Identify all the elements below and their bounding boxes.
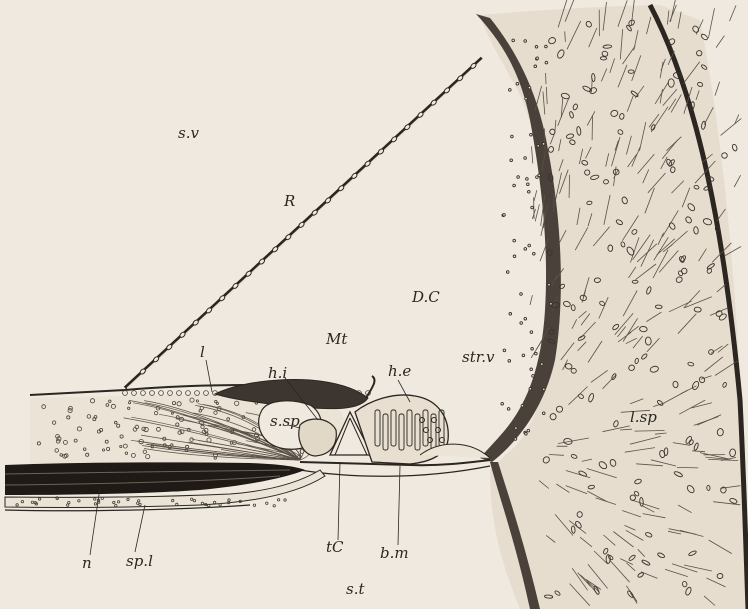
stria-cell	[534, 65, 537, 68]
stria-cell	[516, 82, 519, 85]
label-reissners-membrane: R	[284, 194, 295, 209]
stria-cell	[524, 157, 527, 160]
stria-cell	[513, 239, 516, 242]
label-inner-hair-cells: h.i	[268, 366, 287, 381]
label-limbus: l	[200, 345, 205, 360]
stria-cell	[521, 404, 524, 407]
fiber-stroke	[677, 467, 698, 468]
stria-cell	[508, 360, 511, 363]
stria-cell	[524, 248, 527, 251]
stria-cell	[511, 135, 514, 138]
stria-cell	[530, 331, 533, 334]
stria-cell	[520, 293, 523, 296]
stria-cell	[536, 57, 539, 60]
label-basilar-membrane: b.m	[380, 546, 409, 561]
stria-cell	[515, 427, 518, 430]
label-spiral-ligament: l.sp	[630, 410, 657, 425]
stria-cell	[507, 408, 510, 411]
stria-cell	[548, 283, 551, 286]
stria-cell	[536, 176, 539, 179]
stria-cell	[530, 133, 533, 136]
stria-cell	[542, 143, 545, 146]
stria-cell	[535, 352, 538, 355]
stria-cell	[537, 145, 540, 148]
label-tectorial-membrane: Mt	[326, 332, 347, 347]
stria-cell	[509, 89, 512, 92]
stria-cell	[513, 184, 516, 187]
stria-cell	[524, 317, 527, 320]
stria-cell	[545, 61, 548, 64]
stria-cell	[525, 97, 528, 100]
label-scala-vestibuli: s.v	[178, 126, 199, 141]
label-nerve: n	[82, 556, 92, 571]
stria-cell	[517, 176, 520, 179]
stria-cell	[531, 348, 534, 351]
label-spiral-sulcus: s.sp	[270, 414, 300, 429]
stria-cell	[525, 433, 528, 436]
stria-cell	[503, 214, 506, 217]
stria-cell	[526, 178, 529, 181]
stria-cell	[542, 412, 545, 415]
stria-cell	[528, 86, 531, 89]
stria-cell	[514, 438, 517, 441]
stria-cell	[503, 349, 506, 352]
stria-cell	[501, 402, 504, 405]
stria-cell	[524, 40, 527, 43]
stria-cell	[541, 363, 544, 366]
stria-cell	[545, 45, 548, 48]
stria-cell	[535, 46, 538, 49]
stria-cell	[533, 252, 536, 255]
stria-cell	[532, 375, 535, 378]
stria-cell	[530, 368, 533, 371]
label-spiral-lamina: sp.l	[126, 554, 153, 569]
stria-cell	[513, 255, 516, 258]
fiber-stroke	[544, 129, 545, 150]
stria-cell	[509, 313, 512, 316]
stria-cell	[550, 303, 553, 306]
stria-cell	[510, 159, 513, 162]
stria-cell	[527, 183, 530, 186]
stria-cell	[522, 354, 525, 357]
stria-cell	[506, 271, 509, 274]
stria-cell	[520, 322, 523, 325]
stria-cell	[528, 244, 531, 247]
label-scala-tympani: s.t	[346, 582, 365, 597]
stria-cell	[527, 429, 530, 432]
stria-cell	[529, 388, 532, 391]
label-tunnel-of-corti: tC	[326, 540, 344, 555]
stria-cell	[531, 206, 534, 209]
stria-cell	[528, 191, 531, 194]
label-outer-hair-cells: h.e	[388, 364, 411, 379]
label-stria-vascularis: str.v	[462, 350, 495, 365]
label-ductus-cochlearis: D.C	[412, 290, 440, 305]
stria-cell	[512, 39, 515, 42]
stria-cell	[543, 388, 546, 391]
